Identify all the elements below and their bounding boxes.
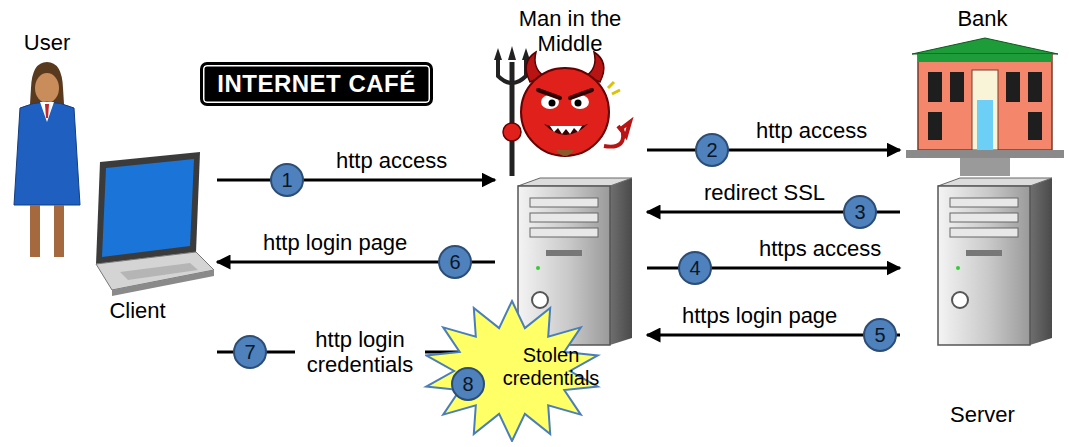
server-tower-part [1030, 178, 1052, 345]
user-figure-part [35, 73, 59, 103]
arrow-connector [217, 179, 495, 182]
server-tower-part [966, 250, 1002, 256]
bank-server-node: BankServer [900, 2, 1067, 442]
devil-part [604, 122, 630, 147]
server-tower-part [956, 266, 960, 270]
bank-building-part [1028, 112, 1042, 140]
user-figure-part [45, 104, 49, 118]
callout-number: 5 [863, 318, 897, 352]
bank-building-part [906, 150, 1064, 158]
server-tower-part [530, 198, 598, 207]
node-text: Man in the Middle [495, 6, 645, 57]
node-text: INTERNET CAFÉ [217, 70, 416, 98]
devil-part [549, 100, 556, 107]
bank-building-part [912, 38, 1058, 54]
node-text: Client [60, 298, 215, 323]
devil-part [608, 82, 620, 94]
edge-label: https access [759, 236, 881, 261]
user-figure-part [30, 62, 64, 104]
bank-building [906, 38, 1064, 176]
callout-number: 6 [438, 245, 472, 279]
server-tower-part [938, 178, 1052, 186]
devil-part [544, 124, 588, 135]
edge-label: redirect SSL [704, 180, 825, 205]
server-tower-part [952, 292, 968, 308]
devil-part [510, 62, 515, 176]
edge-label: http login credentials [295, 327, 425, 378]
server-tower-part [530, 228, 598, 237]
user-figure-part [30, 205, 40, 257]
bank-building-part [1006, 72, 1020, 102]
callout-number: 7 [233, 335, 267, 369]
bank-building-part [918, 54, 1052, 150]
edge-label: http access [756, 118, 867, 143]
server-tower-part [950, 198, 1018, 207]
laptop-part [96, 152, 200, 264]
callout-number: 1 [270, 163, 304, 197]
bank-building-part [977, 100, 993, 150]
user-figure-part [14, 102, 80, 205]
server-tower [938, 178, 1052, 345]
bank-building-part [928, 112, 942, 140]
server-tower-part [610, 178, 632, 345]
user-figure [14, 62, 80, 257]
laptop-part [120, 263, 198, 280]
devil-part [521, 68, 609, 156]
node-text: Bank [900, 6, 1065, 31]
bank-building-part [960, 158, 1010, 176]
starburst: Stolen credentials [422, 296, 602, 442]
bank-building-part [1028, 72, 1042, 102]
server-tower-part [938, 186, 1030, 345]
devil-part [498, 56, 526, 83]
bank-building-part [918, 54, 1052, 62]
edge-label: http access [336, 148, 447, 173]
arrow-connector [647, 149, 900, 152]
bank-building-part [972, 70, 998, 150]
devil [494, 46, 630, 176]
callout-number: 8 [451, 367, 485, 401]
server-tower-part [546, 250, 582, 256]
devil-part [494, 46, 530, 60]
server-tower-part [950, 228, 1018, 237]
client-node: UserClient [0, 0, 217, 330]
node-text: Server [900, 402, 1065, 427]
server-tower-part [518, 178, 632, 186]
laptop-part [102, 159, 194, 257]
devil-part [550, 126, 582, 134]
server-tower-part [530, 213, 598, 222]
user-figure-part [54, 205, 64, 257]
node-text: Stolen credentials [502, 344, 600, 390]
bank-building-part [928, 72, 942, 102]
edge-label: https login page [682, 303, 837, 328]
node-text: User [0, 30, 94, 55]
server-tower-part [532, 292, 548, 308]
devil-part [538, 90, 592, 98]
callout-number: 3 [843, 195, 877, 229]
edge-label: http login page [263, 230, 407, 255]
devil-part [503, 123, 521, 141]
bank-building-part [950, 72, 964, 102]
attacker-node: Man in the Middle [495, 2, 647, 345]
server-tower-part [950, 213, 1018, 222]
devil-part [575, 100, 582, 107]
callout-number: 2 [695, 133, 729, 167]
user-figure-part [40, 102, 54, 122]
devil-part [556, 150, 574, 156]
server-tower-part [536, 266, 540, 270]
server-tower-part [518, 186, 610, 345]
cafe-sign: INTERNET CAFÉ [200, 62, 433, 106]
laptop [96, 152, 214, 296]
callout-number: 4 [678, 251, 712, 285]
